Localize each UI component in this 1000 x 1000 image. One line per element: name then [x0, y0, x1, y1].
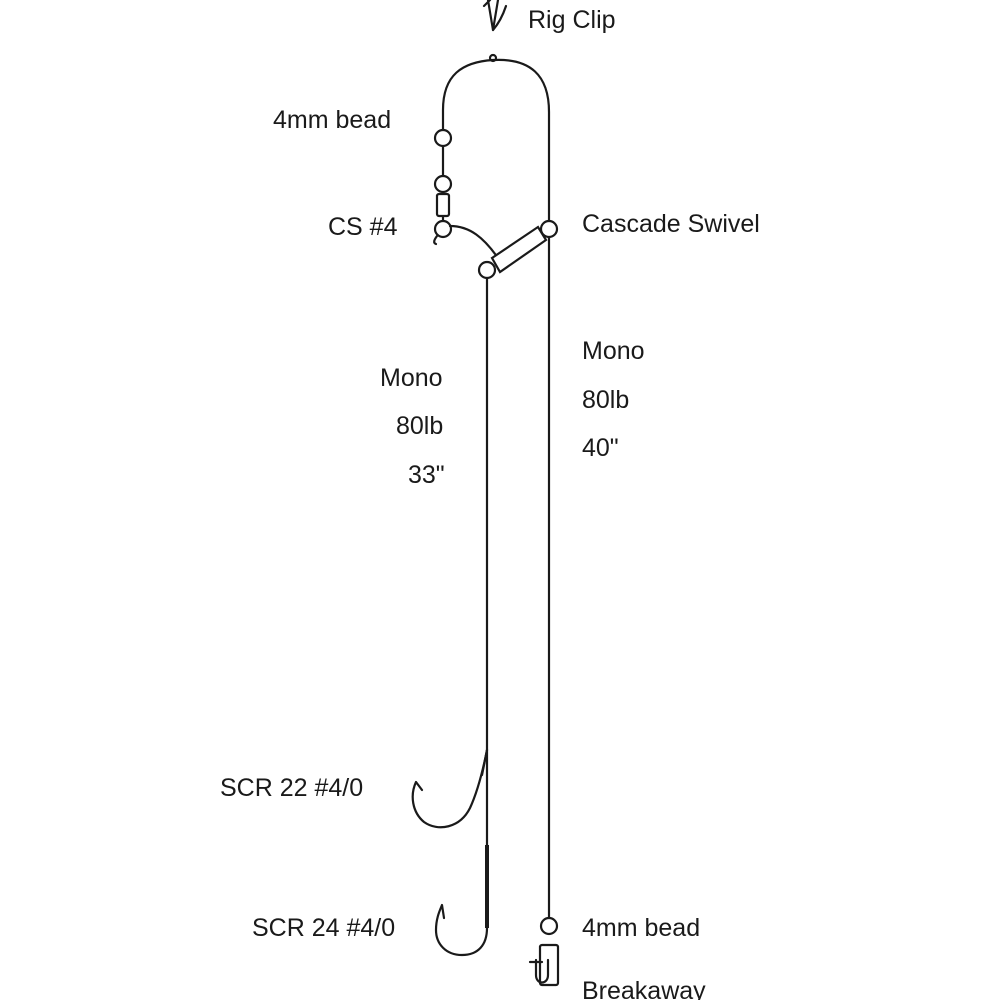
label-left-material: Mono — [380, 364, 443, 392]
label-bead-top: 4mm bead — [273, 106, 391, 134]
bead-top — [433, 128, 453, 148]
cascade-swivel — [477, 219, 559, 280]
lower-hook — [434, 903, 489, 957]
crimp-sleeve — [435, 192, 451, 218]
label-breakaway: Breakaway — [582, 977, 706, 1000]
breakaway-lead — [528, 943, 560, 987]
label-hook-lower: SCR 24 #4/0 — [252, 914, 395, 942]
label-right-length: 40" — [582, 434, 619, 462]
bead-bottom — [539, 916, 559, 936]
cs4-swivel — [433, 219, 500, 260]
label-hook-upper: SCR 22 #4/0 — [220, 774, 363, 802]
label-rig-clip: Rig Clip — [528, 6, 616, 34]
label-right-strength: 80lb — [582, 386, 629, 414]
bead-second — [433, 174, 453, 194]
label-left-strength: 80lb — [396, 412, 443, 440]
label-bead-bottom: 4mm bead — [582, 914, 700, 942]
main-line-loop — [441, 58, 551, 232]
rig-clip — [482, 0, 508, 63]
upper-hook — [411, 748, 489, 829]
label-right-material: Mono — [582, 337, 645, 365]
label-left-length: 33" — [408, 461, 445, 489]
label-cs4: CS #4 — [328, 213, 398, 241]
label-cascade-swivel: Cascade Swivel — [582, 210, 760, 238]
